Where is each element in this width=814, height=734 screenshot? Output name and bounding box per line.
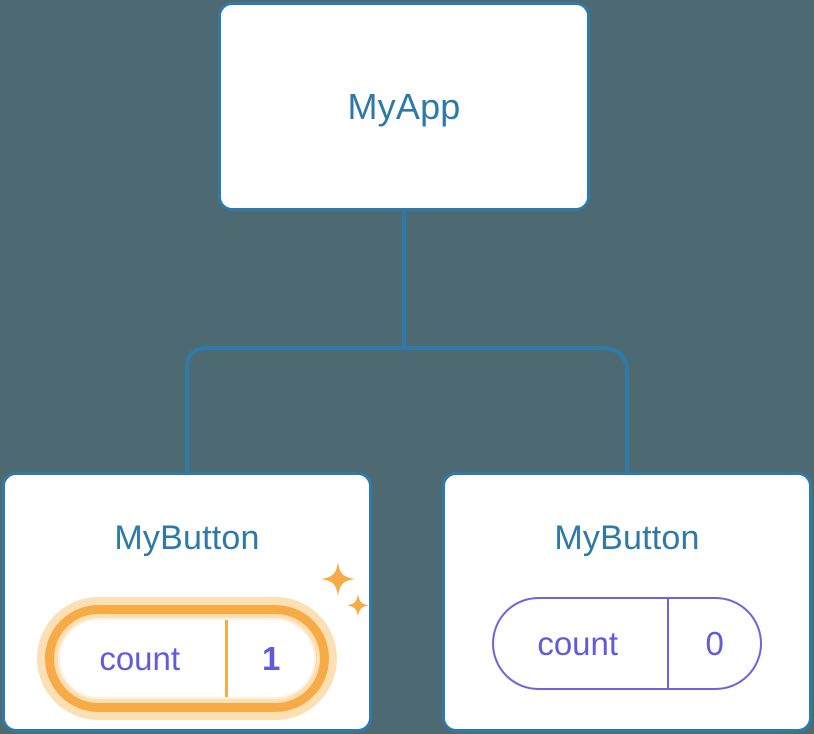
state-key-left: count [99, 639, 181, 677]
state-key-right: count [537, 624, 619, 662]
node-mybutton-left[interactable]: MyButton count 1 [2, 472, 372, 732]
state-pill-left-wrap: count 1 [5, 597, 369, 720]
connector-branch [185, 346, 629, 472]
node-myapp-title: MyApp [347, 85, 461, 127]
state-pill-right-wrap: count 0 [445, 597, 809, 690]
state-value-right: 0 [667, 599, 760, 688]
node-mybutton-right-title: MyButton [554, 519, 700, 557]
state-pill-left-highlight: count 1 [37, 597, 337, 720]
state-pill-left[interactable]: count 1 [58, 618, 316, 699]
state-pill-right[interactable]: count 0 [492, 597, 762, 690]
highlight-ring [45, 605, 329, 712]
node-mybutton-right[interactable]: MyButton count 0 [442, 472, 812, 732]
state-value-left: 1 [225, 620, 314, 697]
node-myapp[interactable]: MyApp [218, 2, 590, 211]
node-mybutton-left-title: MyButton [114, 519, 260, 557]
